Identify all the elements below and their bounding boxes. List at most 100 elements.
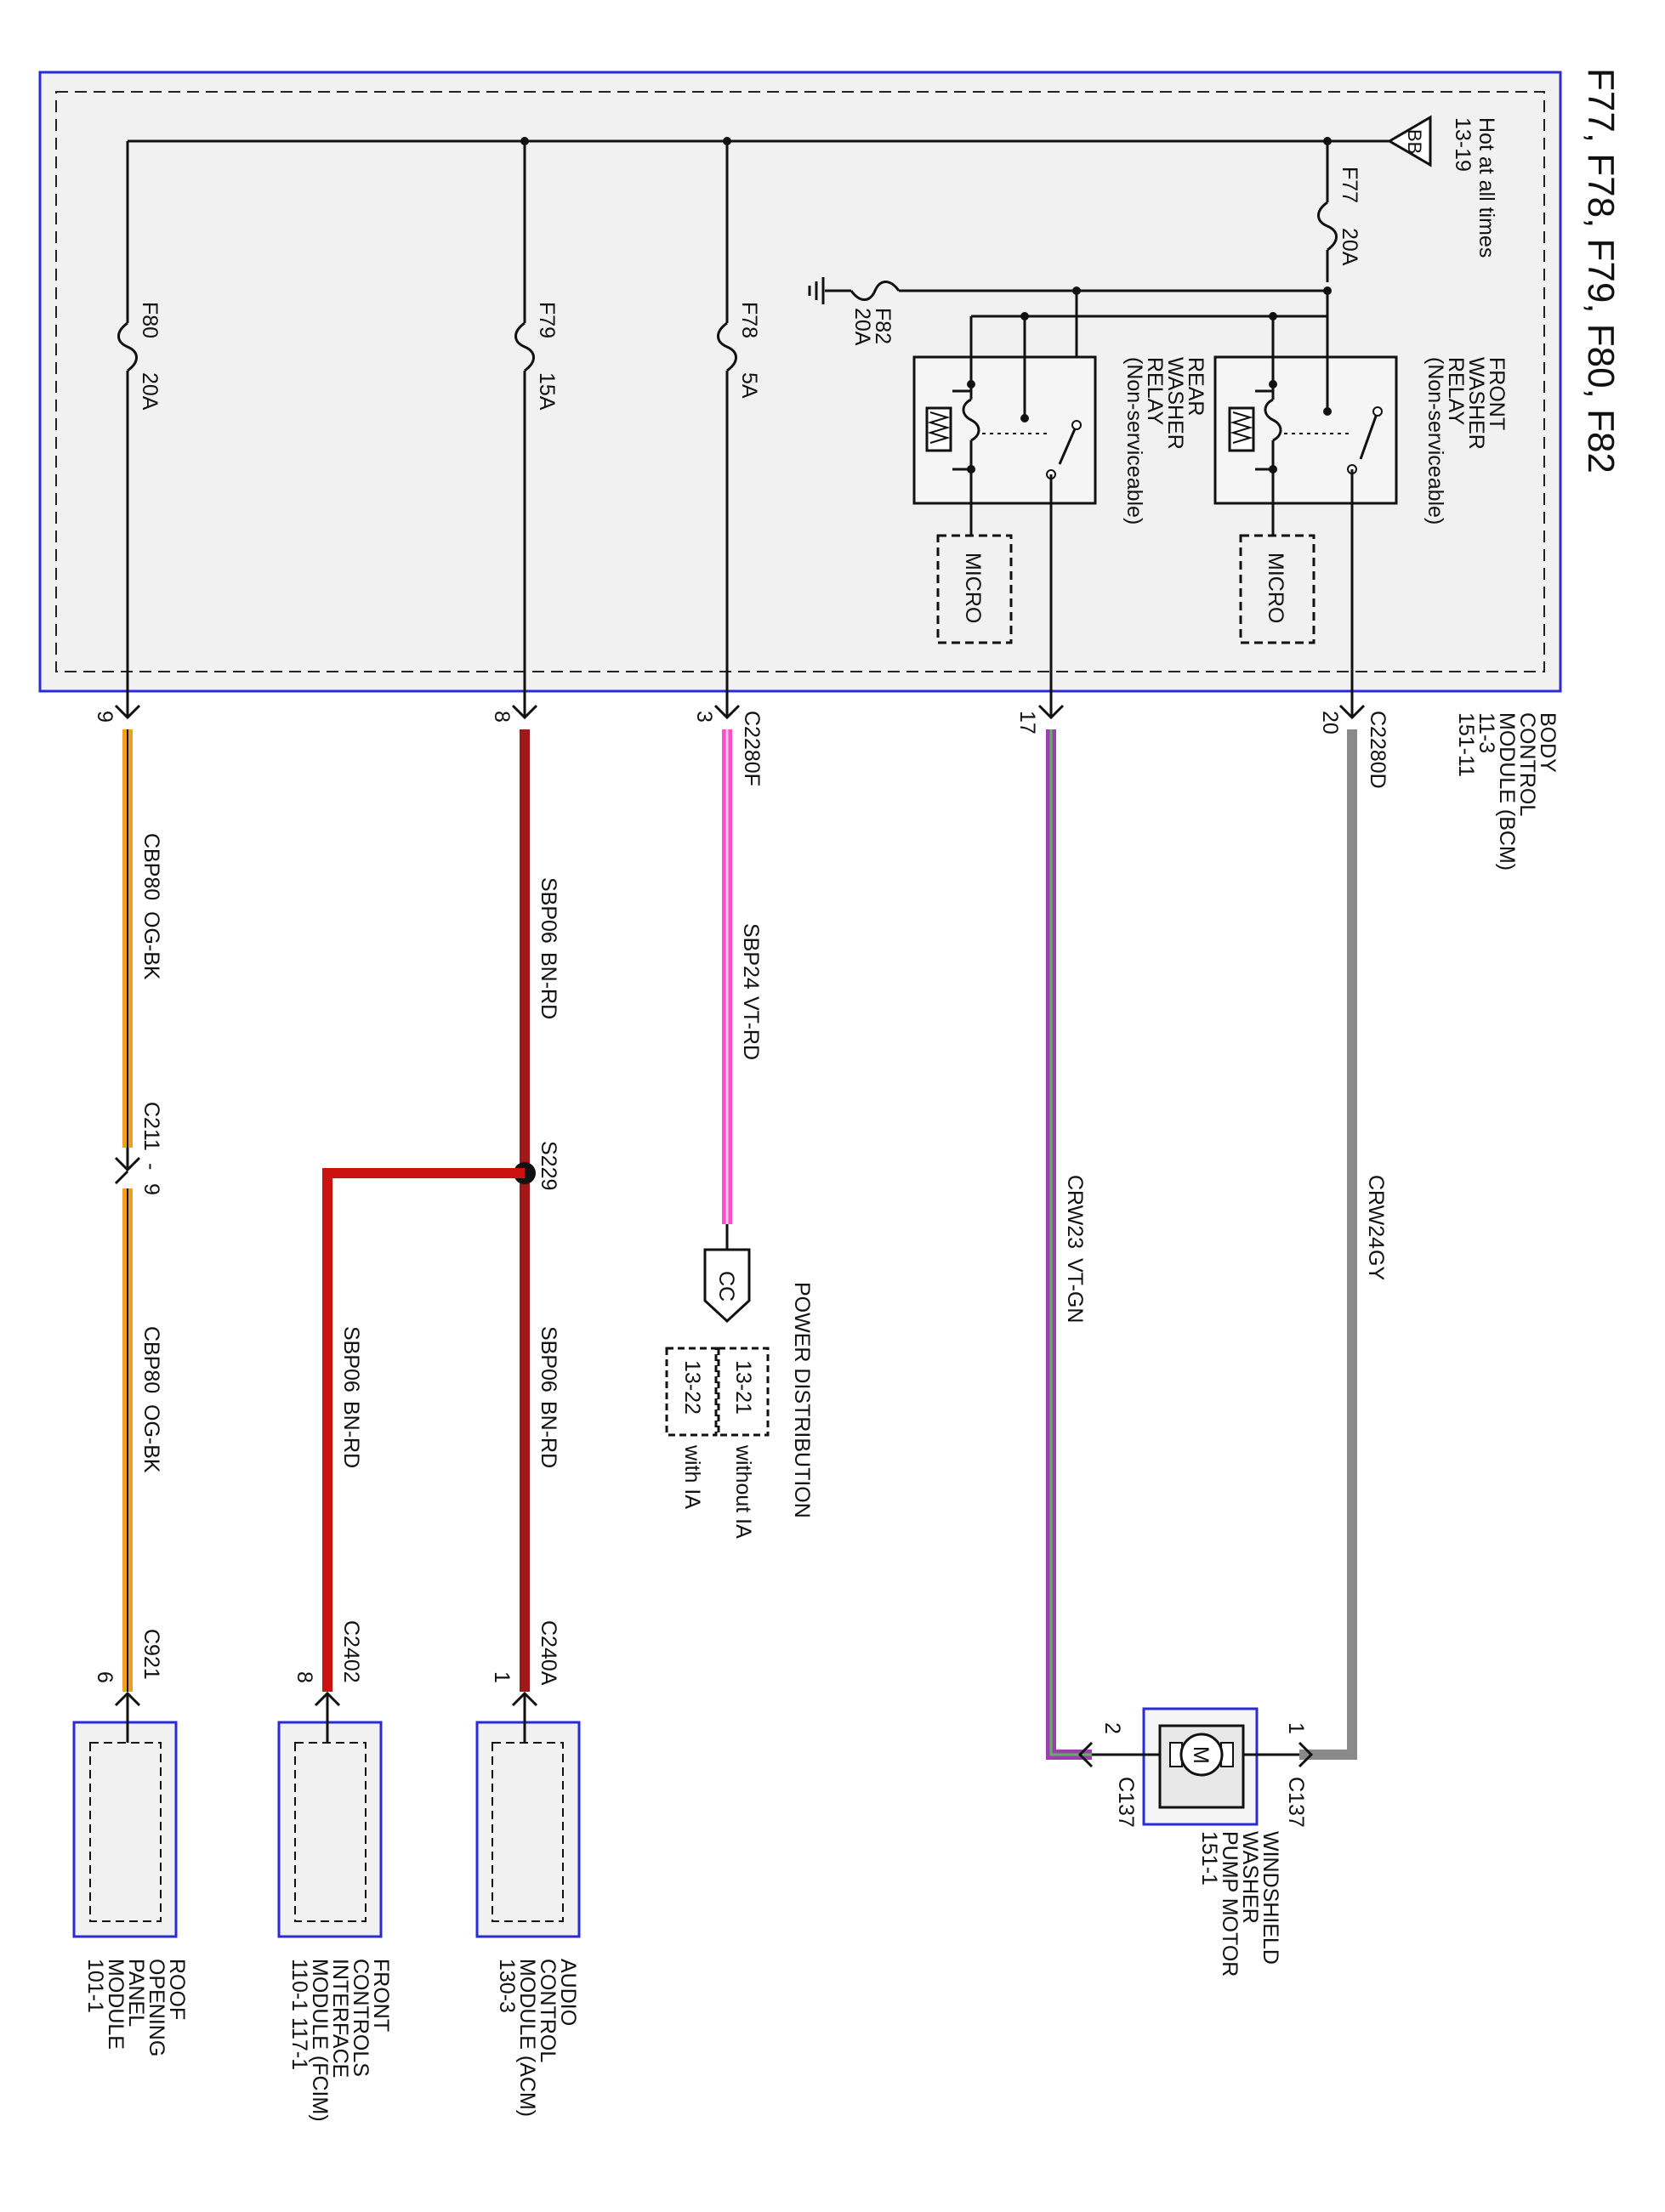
f80-fuse-icon [117,321,138,372]
pin-9-label: 9 [93,711,116,723]
acm-label-4: 130-3 [495,1959,519,2013]
acm-label-3: MODULE (ACM) [515,1959,539,2117]
fcim-label-2: CONTROLS [349,1959,372,2077]
wire-sbp24-circuit: SBP24 [739,923,763,990]
f82-fuse-icon [850,281,901,301]
c137-label-left: C137 [1114,1777,1138,1828]
bcm-label-5: 151-11 [1454,712,1478,777]
power-source-label: Hot at all times [1475,117,1498,258]
bcm-label-4: 11-3 [1475,712,1498,753]
f80-rating: 20A [138,372,162,411]
rear-relay-label-1: REAR [1184,357,1208,416]
c2402-label: C2402 [339,1620,363,1683]
c2402-pin: 8 [293,1671,316,1683]
wire-cbp80-b-color: OG-BK [139,1404,163,1473]
c240a-pin: 1 [490,1671,514,1683]
wire-cbp80-a-circuit: CBP80 [139,833,163,900]
front-relay-label-2: WASHER [1464,357,1488,450]
wire-sbp06-b-color: BN-RD [537,1401,560,1468]
f82-rating: 20A [850,308,874,346]
bcm-label-1: BODY [1536,712,1560,773]
wire-sbp06-branch [322,1168,525,1692]
wire-cbp80-b-circuit: CBP80 [139,1326,163,1393]
c921-label: C921 [139,1629,163,1680]
washer-pump-motor [1077,1707,1314,1826]
power-distribution-symbol: CC [714,1271,738,1302]
fcim-label-3: INTERFACE [328,1959,352,2078]
wire-sbp06-a-circuit: SBP06 [537,877,560,944]
wire-sbp06-c-color: BN-RD [339,1401,363,1468]
c137-pin-2: 2 [1100,1722,1124,1734]
front-relay-label-4: (Non-serviceable) [1423,357,1447,525]
rear-micro-box [936,534,1013,644]
pd-ref-2: 13-22 [680,1360,704,1415]
roof-label-1: ROOF [165,1959,189,2020]
c137-label-right: C137 [1284,1777,1308,1828]
ground-icon [808,277,825,304]
roof-label-3: PANEL [124,1959,148,2027]
rear-washer-relay [912,316,1097,697]
splice-s229-label: S229 [537,1141,560,1190]
audio-control-module [475,1719,581,1938]
pin-8-label: 8 [490,711,514,723]
pin-20-label: 20 [1318,711,1342,734]
pd-cond-2: with IA [680,1444,704,1509]
roof-label-5: 101-1 [83,1959,107,2013]
front-micro-label: MICRO [1264,553,1287,623]
power-source-bb: BB Hot at all times 13-19 [1387,115,1498,258]
front-washer-relay [1213,316,1398,697]
pd-ref-1: 13-21 [731,1360,755,1415]
wire-crw23-circuit: CRW23 [1063,1175,1087,1249]
roof-opening-panel-module [72,1719,178,1938]
power-distribution-title: POWER DISTRIBUTION [790,1282,814,1518]
page-title: F77, F78, F79, F80, F82 [1580,68,1622,474]
c211-label: C211 [139,1102,163,1151]
pd-cond-1: without IA [731,1444,755,1539]
c211-connector [114,1148,141,1185]
c2280d-label: C2280D [1366,711,1389,789]
pd-ref-box-1 [717,1347,770,1437]
c211-pin: 9 [139,1183,163,1195]
bottom-connector-arrows [114,1691,538,1719]
motor-label-4: 151-1 [1197,1831,1221,1886]
f79-fuse-icon [514,321,535,372]
rear-micro-label: MICRO [961,553,985,623]
power-distribution-cc [703,1224,751,1324]
roof-label-4: MODULE [104,1959,128,2050]
f79-rating: 15A [535,372,559,411]
c211-dash: - [139,1163,163,1170]
acm-label-1: AUDIO [556,1959,580,2026]
bcm-connector-arrows [114,697,1366,720]
power-source-symbol: BB [1404,129,1425,154]
rear-relay-label-3: RELAY [1143,357,1167,425]
wire-sbp06-a-color: BN-RD [537,952,560,1019]
wire-cbp80-a-color: OG-BK [139,911,163,980]
front-relay-label-1: FRONT [1485,357,1509,430]
motor-label-1: WINDSHIELD [1259,1831,1282,1965]
wire-sbp06-c-circuit: SBP06 [339,1326,363,1392]
front-micro-box [1239,534,1316,644]
c137-pin-1: 1 [1284,1722,1308,1734]
f80-name: F80 [138,302,162,338]
fcim-label-5: 110-1 117-1 [287,1959,311,2070]
bcm-label-3: MODULE (BCM) [1495,712,1519,871]
c240a-label: C240A [537,1620,560,1686]
bcm-label-2: CONTROL [1515,712,1539,816]
pin-3-label: 3 [692,711,716,723]
roof-label-2: OPENING [145,1959,168,2056]
power-source-ref: 13-19 [1451,117,1475,172]
fuse-box-inner-dashed [55,91,1545,672]
front-relay-label-3: RELAY [1444,357,1468,425]
acm-label-2: CONTROL [536,1959,560,2062]
motor-symbol: M [1189,1746,1213,1764]
front-controls-interface-module [277,1719,383,1938]
f77-fuse-icon [1317,201,1338,252]
wire-crw24 [1299,729,1357,1760]
pd-ref-box-2 [665,1347,718,1437]
f82-name: F82 [871,308,895,344]
f78-fuse-icon [717,321,737,372]
motor-label-2: WASHER [1238,1831,1262,1924]
motor-label-3: PUMP MOTOR [1218,1831,1242,1977]
c921-pin: 6 [93,1671,116,1683]
